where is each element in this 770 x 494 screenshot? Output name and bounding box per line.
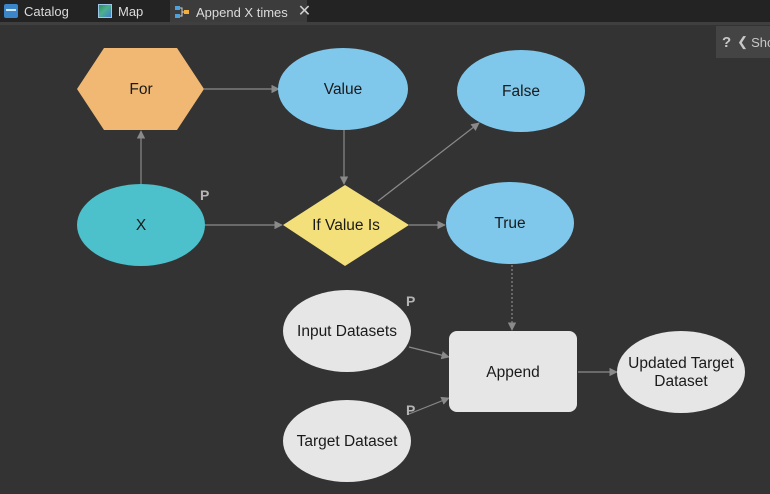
tab-underline [0, 22, 770, 25]
node-label: True [494, 215, 525, 232]
node-input-datasets[interactable]: Input Datasets P [283, 290, 415, 372]
node-for[interactable]: For [77, 48, 204, 130]
data-shape [617, 331, 745, 413]
connector-target-append [408, 396, 450, 415]
variable-shape [278, 48, 408, 130]
tab-map[interactable]: Map [98, 0, 143, 22]
node-if-value-is[interactable]: If Value Is [283, 185, 409, 266]
parameter-marker: P [406, 293, 415, 309]
parameter-marker: P [406, 402, 415, 418]
connectors [136, 84, 618, 415]
node-label: Target Dataset [297, 433, 398, 450]
connector-input-append [408, 346, 450, 360]
node-true[interactable]: True [446, 182, 574, 264]
model-icon [174, 5, 190, 19]
tab-append-x-times[interactable]: Append X times ✕ [170, 0, 311, 22]
data-shape [283, 290, 411, 372]
connector-if-false [377, 122, 480, 202]
chevron-left-icon[interactable]: ❮ [737, 34, 749, 49]
node-label: X [136, 217, 147, 234]
node-x[interactable]: X P [77, 184, 209, 266]
node-label: Append [486, 364, 539, 381]
node-false[interactable]: False [457, 50, 585, 132]
node-label: False [502, 83, 540, 100]
tab-bar: Catalog Map Append X times ✕ [0, 0, 770, 22]
help-panel[interactable]: ? ❮ Sho [716, 26, 770, 58]
variable-shape [446, 182, 574, 264]
node-label: For [129, 81, 152, 98]
tab-label: Catalog [24, 3, 69, 19]
parameter-shape [77, 184, 205, 266]
iterator-shape [77, 48, 204, 130]
close-icon[interactable]: ✕ [297, 3, 312, 20]
tab-label: Map [118, 3, 144, 19]
node-label-line2: Dataset [654, 373, 708, 390]
data-shape [283, 400, 411, 482]
parameter-marker: P [200, 187, 209, 203]
tab-label: Append X times [196, 4, 288, 20]
node-label-line1: Updated Target [628, 355, 734, 372]
map-icon [98, 4, 112, 18]
node-label: If Value Is [312, 217, 380, 234]
node-updated-target-dataset[interactable]: Updated Target Dataset [617, 331, 745, 413]
node-target-dataset[interactable]: Target Dataset P [283, 400, 415, 482]
node-append[interactable]: Append [449, 331, 577, 412]
logic-shape [283, 185, 409, 266]
help-panel-label: Sho [751, 34, 770, 50]
node-label: Input Datasets [297, 323, 397, 340]
variable-shape [457, 50, 585, 132]
help-icon[interactable]: ? [722, 33, 732, 51]
node-label: Value [324, 81, 363, 98]
tab-catalog[interactable]: Catalog [4, 0, 69, 22]
catalog-icon [4, 4, 18, 18]
process-shape [449, 331, 577, 412]
node-value[interactable]: Value [278, 48, 408, 130]
